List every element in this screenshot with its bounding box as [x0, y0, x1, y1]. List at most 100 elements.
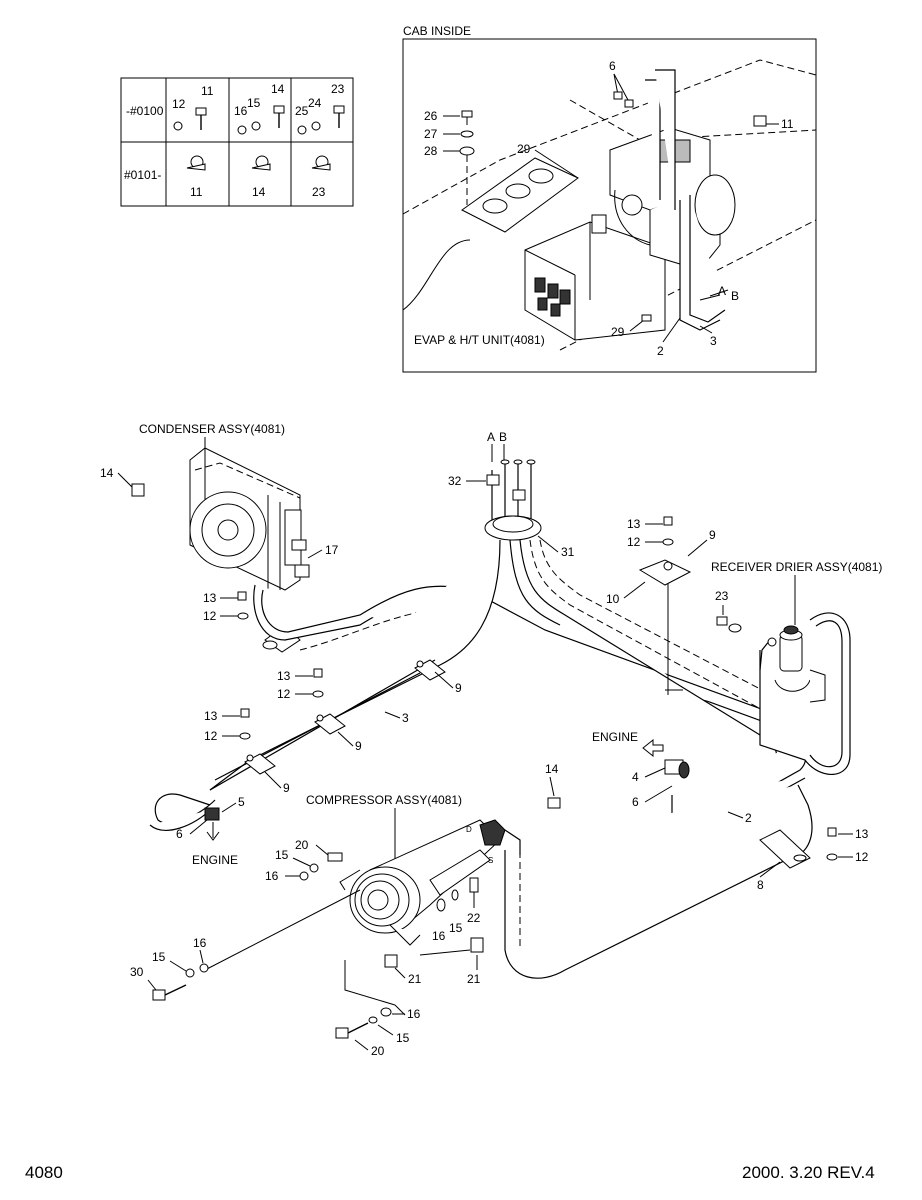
callout-9: 9 — [455, 681, 462, 695]
condenser-assy: CONDENSER ASSY(4081) 14 17 13 12 8 — [100, 422, 339, 653]
table-num: 15 — [247, 96, 261, 110]
callout-9: 9 — [709, 528, 716, 542]
callout-6: 6 — [609, 59, 616, 73]
callout-4: 4 — [632, 770, 639, 784]
callout-15: 15 — [275, 848, 289, 862]
nut-icon — [753, 115, 767, 127]
callout-14: 14 — [100, 466, 114, 480]
callout-17: 17 — [325, 543, 339, 557]
callout-13: 13 — [855, 827, 869, 841]
table-num: 23 — [312, 185, 326, 199]
arrow-down-icon — [206, 822, 220, 841]
washer-icon — [237, 125, 247, 135]
table-row-label-2: #0101- — [124, 168, 161, 182]
evap-unit-label: EVAP & H/T UNIT(4081) — [414, 333, 545, 347]
bolt-icon — [195, 107, 207, 116]
condenser-fan — [189, 491, 267, 569]
callout-15: 15 — [396, 1031, 410, 1045]
callout-16: 16 — [407, 1007, 421, 1021]
clamps — [244, 559, 811, 869]
callout-9: 9 — [283, 781, 290, 795]
callout-31: 31 — [561, 545, 575, 559]
compressor-label: COMPRESSOR ASSY(4081) — [306, 793, 462, 807]
callout-21: 21 — [408, 972, 422, 986]
screw-icon — [461, 110, 473, 118]
washer-icon — [460, 130, 474, 138]
callout-12: 12 — [627, 535, 641, 549]
right-engine-fitting: ENGINE 4 6 2 — [592, 730, 752, 825]
callout-6: 6 — [176, 827, 183, 841]
compressor-assy: COMPRESSOR ASSY(4081) D S 14 — [204, 762, 561, 1016]
callout-B: B — [499, 430, 507, 444]
date-revision: 2000. 3.20 REV.4 — [742, 1163, 875, 1182]
callout-16: 16 — [432, 929, 446, 943]
receiver-drier-assy: RECEIVER DRIER ASSY(4081) 23 — [711, 560, 882, 703]
page-number: 4080 — [25, 1163, 63, 1182]
table-num: 24 — [308, 96, 322, 110]
clamp-10 — [638, 559, 692, 586]
refrigerant-lines — [149, 459, 851, 979]
callout-5: 5 — [238, 795, 245, 809]
callout-12: 12 — [277, 687, 291, 701]
compressor-hardware: 20 15 16 22 15 16 16 15 30 21 21 16 1 — [130, 838, 484, 1058]
callout-12: 12 — [203, 609, 217, 623]
callout-29-top: 29 — [517, 142, 531, 156]
left-engine-fitting: 5 6 ENGINE — [176, 795, 245, 867]
table-num: 14 — [252, 185, 266, 199]
table-num: 11 — [201, 84, 214, 98]
callout-A: A — [487, 430, 495, 444]
cab-inside-inset: CAB INSIDE — [402, 24, 817, 373]
table-num: 25 — [295, 104, 309, 118]
callout-20: 20 — [295, 838, 309, 852]
table-num: 16 — [234, 104, 248, 118]
callout-11: 11 — [781, 117, 794, 131]
callout-A: A — [718, 284, 726, 298]
condenser-label: CONDENSER ASSY(4081) — [139, 422, 285, 436]
callout-3: 3 — [710, 334, 717, 348]
callout-2: 2 — [745, 811, 752, 825]
bolt-icon — [131, 483, 145, 497]
callout-29-bottom: 29 — [611, 325, 625, 339]
hardware-table: -#0100 #0101- 12 11 16 15 14 25 24 23 11… — [120, 77, 354, 207]
callout-14: 14 — [545, 762, 559, 776]
callout-15: 15 — [152, 950, 166, 964]
callout-2: 2 — [657, 344, 664, 358]
callout-12: 12 — [855, 850, 869, 864]
arrow-right-icon — [642, 738, 664, 758]
callout-10: 10 — [606, 592, 620, 606]
washer-icon — [311, 121, 321, 131]
callout-13: 13 — [277, 669, 291, 683]
callout-13: 13 — [203, 591, 217, 605]
table-num: 11 — [190, 185, 203, 199]
grommet-31 — [484, 515, 542, 541]
callout-22: 22 — [467, 911, 481, 925]
port-d-label: D — [466, 825, 472, 834]
callout-23: 23 — [715, 589, 729, 603]
table-num: 23 — [331, 82, 345, 96]
bolt-icon — [273, 105, 285, 114]
table-row-label-1: -#0100 — [126, 104, 164, 118]
washer-icon — [459, 146, 475, 156]
port-s-label: S — [488, 856, 493, 865]
callout-21: 21 — [467, 972, 481, 986]
callout-6: 6 — [632, 795, 639, 809]
table-num: 14 — [271, 82, 285, 96]
callout-16: 16 — [265, 869, 279, 883]
bolt-30-icon — [152, 989, 166, 1001]
callout-20: 20 — [371, 1044, 385, 1058]
callout-32: 32 — [448, 474, 462, 488]
callout-30: 30 — [130, 965, 144, 979]
evap-unit — [524, 221, 666, 341]
callout-16: 16 — [193, 936, 207, 950]
callout-15: 15 — [449, 921, 463, 935]
washer-icon — [173, 121, 183, 131]
callout-12: 12 — [204, 729, 218, 743]
callout-26: 26 — [424, 109, 438, 123]
washer-icon — [297, 125, 307, 135]
callout-27: 27 — [424, 127, 438, 141]
callout-13: 13 — [204, 709, 218, 723]
bolt-icon — [333, 105, 345, 114]
callout-B: B — [731, 289, 739, 303]
callout-13: 13 — [627, 517, 641, 531]
